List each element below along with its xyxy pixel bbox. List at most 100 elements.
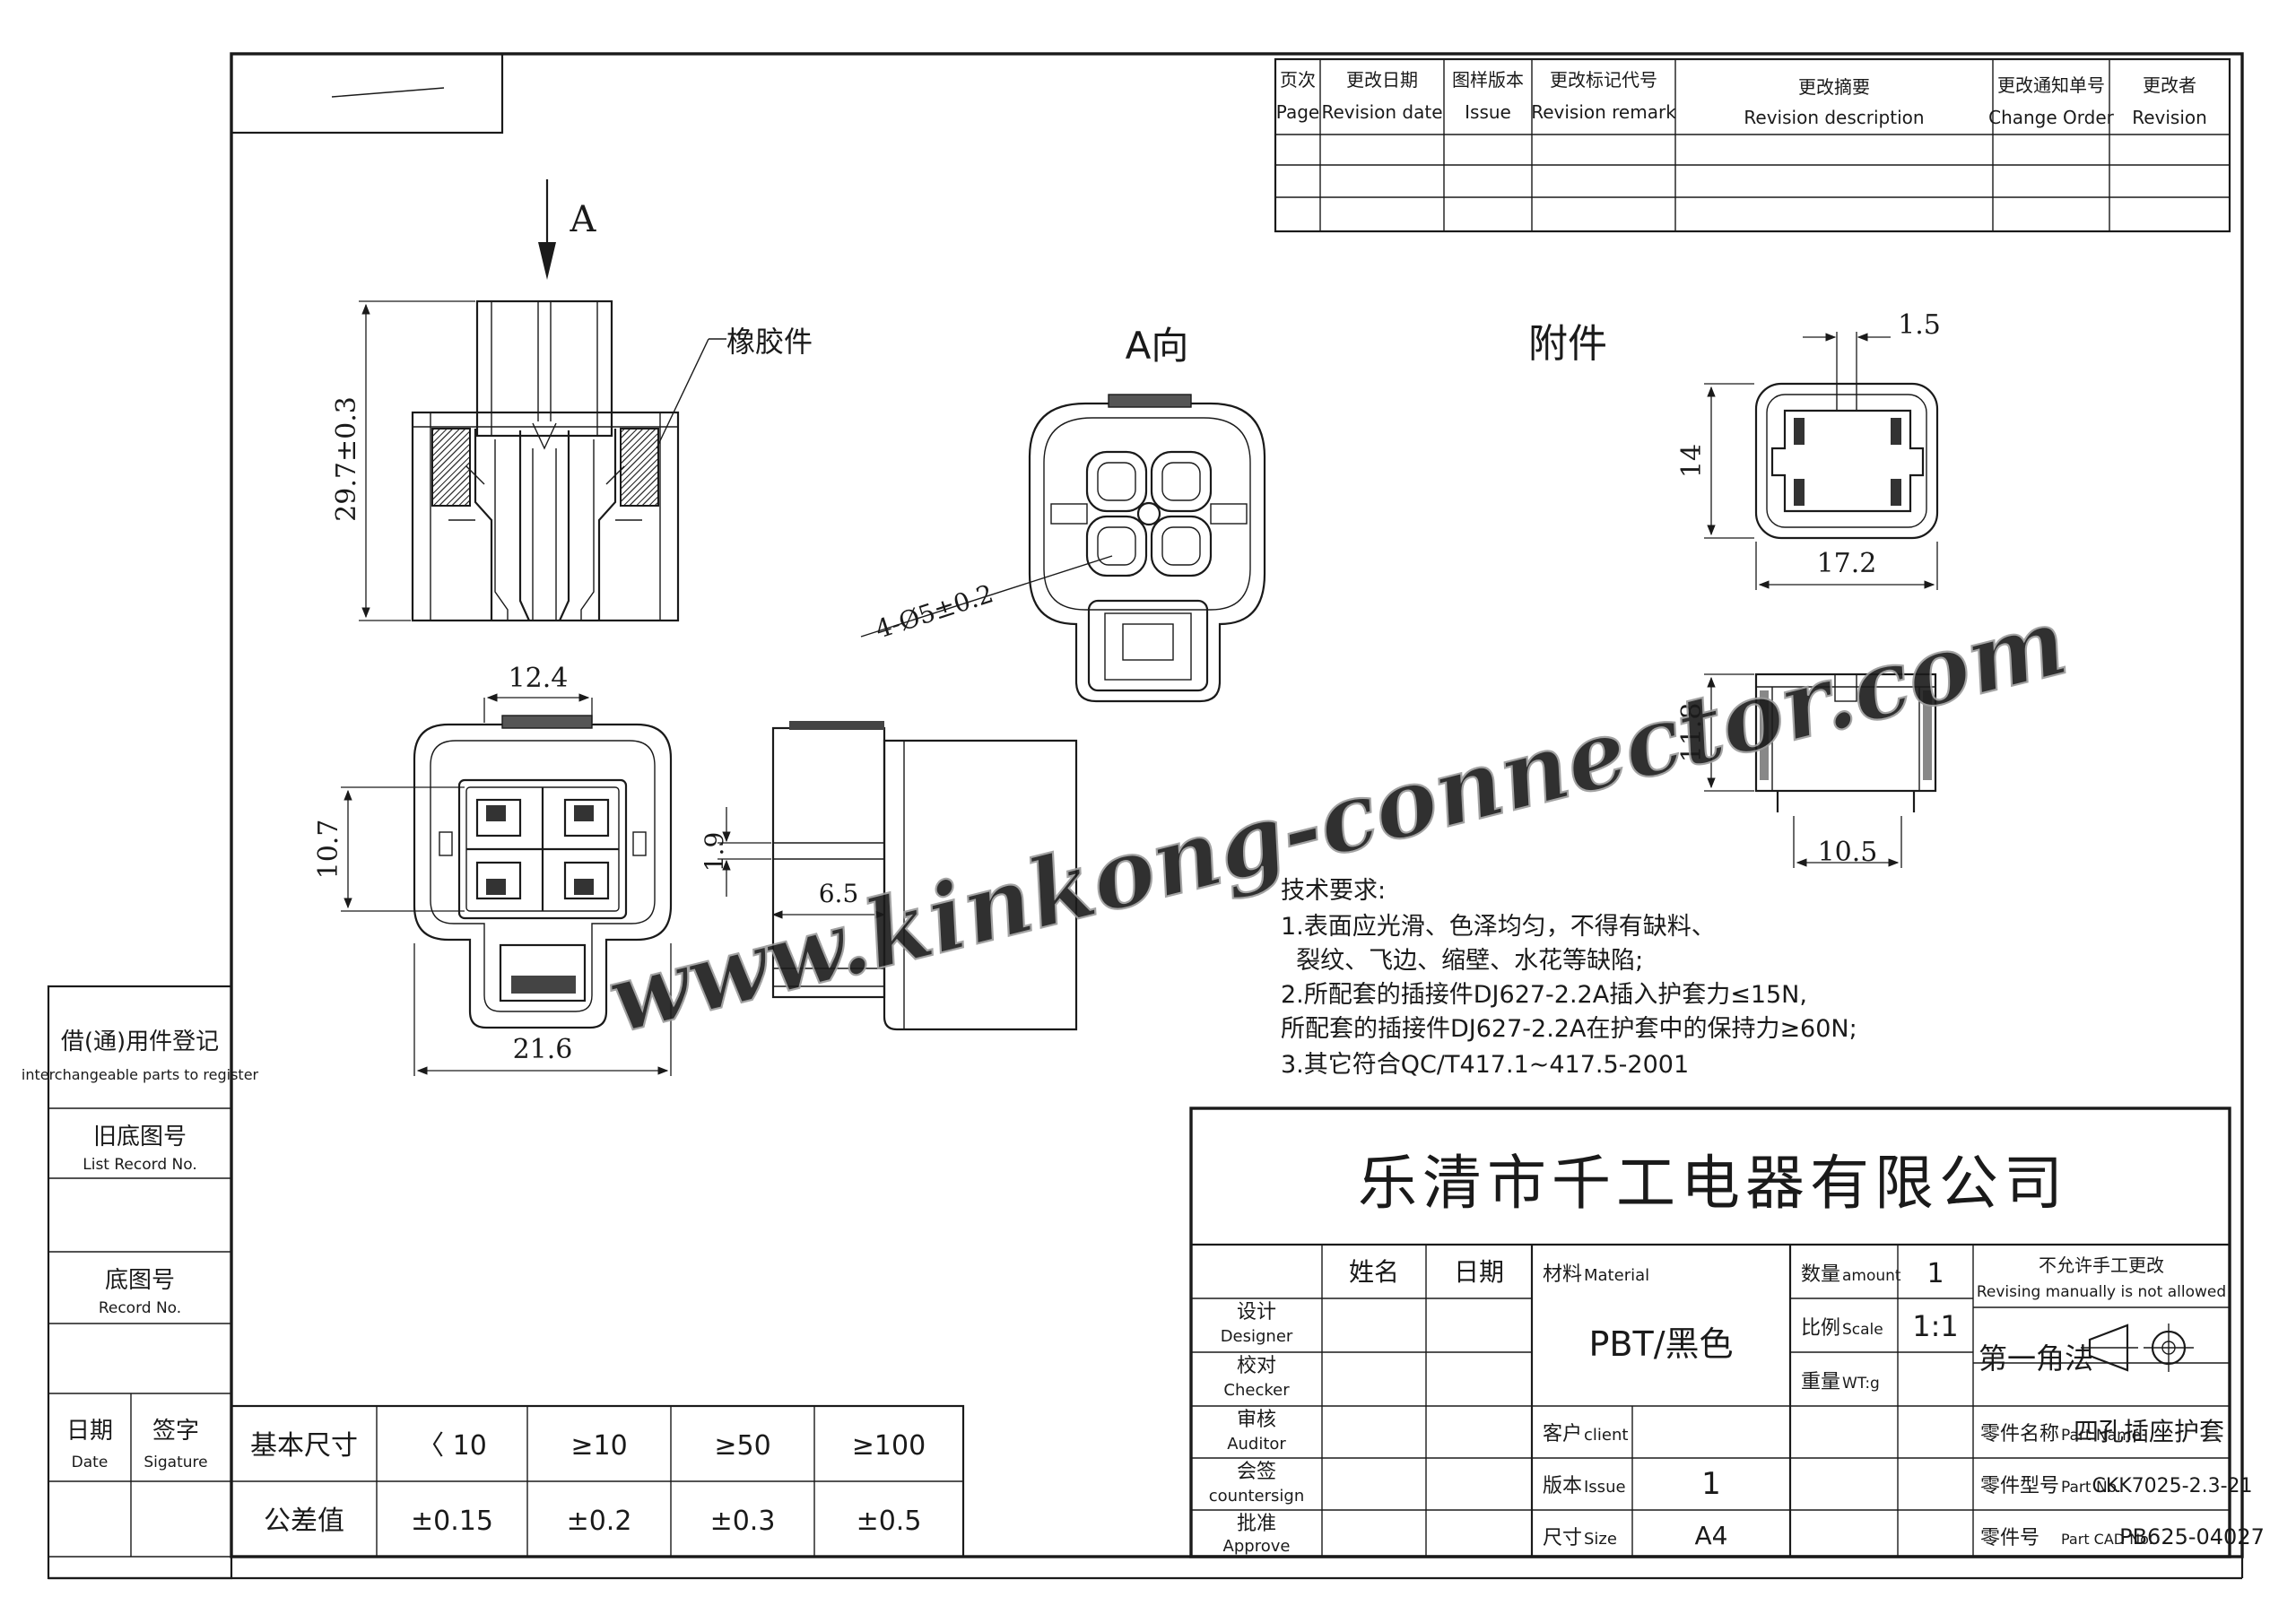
tolerance-row1-label: 基本尺寸: [250, 1430, 358, 1462]
material-value: PBT/黑色: [1589, 1324, 1734, 1364]
role-checker-cn: 校对: [1237, 1355, 1276, 1377]
client-label-cn: 客户: [1543, 1423, 1582, 1445]
no-manual-change-en: Revising manually is not allowed: [1977, 1283, 2226, 1301]
tech-req-line-4: 所配套的插接件DJ627-2.2A在护套中的保持力≥60N;: [1281, 1015, 1857, 1043]
tolerance-value-1: ±0.15: [411, 1506, 493, 1537]
list-record-label-en: List Record No.: [83, 1156, 196, 1174]
part-name-label-en: Part Name: [2061, 1427, 2141, 1445]
dim-side-depth: 6.5: [819, 879, 859, 908]
dim-width-bottom: 21.6: [513, 1034, 573, 1065]
part-name-value: 四孔插座护套: [2074, 1417, 2224, 1446]
size-value: A4: [1695, 1521, 1728, 1550]
tolerance-range-1: 〈 10: [417, 1430, 487, 1462]
date-header: 日期: [1454, 1257, 1504, 1287]
rev-header-change-order-cn: 更改通知单号: [1997, 74, 2105, 96]
date-label-en: Date: [72, 1454, 109, 1471]
role-designer-en: Designer: [1221, 1327, 1293, 1346]
scale-value: 1:1: [1912, 1309, 1959, 1343]
interchange-label-en: interchangeable parts to register: [22, 1066, 259, 1083]
issue-label-en: Issue: [1584, 1478, 1626, 1497]
size-label-cn: 尺寸: [1543, 1527, 1582, 1549]
weight-label-en: WT:g: [1842, 1375, 1880, 1393]
part-no-label-en: Part No.: [2061, 1479, 2121, 1497]
role-designer-cn: 设计: [1237, 1301, 1276, 1324]
dim-width-top: 12.4: [509, 663, 569, 694]
front-face-view: 12.4 10.7 21.6: [313, 663, 673, 1076]
part-cad-label-en: Part CAD No.: [2061, 1531, 2153, 1548]
record-label-cn: 底图号: [105, 1267, 175, 1294]
rev-header-description-cn: 更改摘要: [1798, 76, 1870, 98]
dim-height-total: 29.7±0.3: [331, 396, 362, 522]
dim-acc-width: 17.2: [1817, 548, 1877, 579]
rev-header-date-cn: 更改日期: [1346, 69, 1418, 91]
left-registration-strip: 借(通)用件登记 interchangeable parts to regist…: [22, 1028, 259, 1558]
part-cad-value: PB625-04027: [2119, 1524, 2265, 1549]
part-no-label-cn: 零件型号: [1980, 1475, 2059, 1497]
tolerance-range-4: ≥100: [852, 1430, 926, 1462]
technical-requirements: 技术要求: 1.表面应光滑、色泽均匀，不得有缺料、 裂纹、飞边、缩壁、水花等缺陷…: [1281, 877, 1857, 1079]
size-label-en: Size: [1584, 1530, 1617, 1549]
sign-label-en: Sigature: [144, 1454, 207, 1471]
scale-label-cn: 比例: [1801, 1317, 1840, 1340]
dim-height-face: 10.7: [313, 820, 344, 880]
role-countersign-cn: 会签: [1237, 1461, 1276, 1483]
amount-label-cn: 数量: [1801, 1263, 1840, 1286]
dim-acc-side-height: 11.8: [1676, 703, 1708, 763]
part-cad-label-cn: 零件号: [1980, 1527, 2039, 1549]
role-approve-cn: 批准: [1237, 1513, 1276, 1535]
projection-method: 第一角法: [1979, 1341, 2093, 1376]
a-direction-view: A向 4-Ø5±0.2: [860, 324, 1266, 703]
record-label-en: Record No.: [99, 1299, 181, 1317]
interchange-label-cn: 借(通)用件登记: [61, 1028, 219, 1055]
part-no-value: CKK7025-2.3-21: [2092, 1475, 2252, 1497]
rev-header-revision-cn: 更改者: [2143, 74, 2196, 96]
rev-header-description-en: Revision description: [1744, 107, 1924, 128]
dim-acc-side-width: 10.5: [1818, 837, 1878, 868]
view-direction-arrow: A: [538, 179, 597, 280]
role-approve-en: Approve: [1223, 1537, 1291, 1556]
role-checker-en: Checker: [1223, 1381, 1290, 1400]
no-manual-change-cn: 不允许手工更改: [2039, 1254, 2164, 1276]
role-auditor-en: Auditor: [1227, 1435, 1286, 1454]
tech-req-line-3: 2.所配套的插接件DJ627-2.2A插入护套力≤15N,: [1281, 981, 1807, 1009]
cross-section-view: 橡胶件 29.7±0.3: [331, 299, 813, 622]
list-record-label-cn: 旧底图号: [93, 1124, 187, 1150]
view-a-title: A向: [1126, 324, 1189, 368]
title-block: 乐清市千工电器有限公司 姓名 日期 设计 Designer 校对 Check: [1189, 1107, 2265, 1558]
dim-side-step: 1.9: [700, 832, 729, 872]
client-label-en: client: [1584, 1426, 1628, 1445]
tech-req-line-1: 1.表面应光滑、色泽均匀，不得有缺料、: [1281, 913, 1716, 941]
material-label-cn: 材料: [1543, 1263, 1582, 1286]
view-arrow-label: A: [570, 199, 597, 240]
part-name-label-cn: 零件名称: [1980, 1423, 2059, 1445]
dim-hole-spec: 4-Ø5±0.2: [872, 578, 997, 644]
role-countersign-en: countersign: [1209, 1487, 1304, 1506]
tolerance-range-3: ≥50: [714, 1430, 770, 1462]
tech-req-title: 技术要求:: [1281, 877, 1386, 905]
revision-table: 页次 Page 更改日期 Revision date 图样版本 Issue 更改…: [1274, 57, 2231, 233]
tech-req-line-5: 3.其它符合QC/T417.1~417.5-2001: [1281, 1051, 1689, 1079]
scale-label-en: Scale: [1842, 1321, 1883, 1339]
sign-label-cn: 签字: [152, 1418, 199, 1445]
tolerance-value-4: ±0.5: [857, 1506, 922, 1537]
rev-header-revision-en: Revision: [2132, 107, 2207, 128]
material-label-en: Material: [1584, 1266, 1649, 1285]
amount-value: 1: [1926, 1258, 1944, 1289]
rev-header-remark-en: Revision remark: [1531, 101, 1676, 123]
amount-label-en: amount: [1842, 1267, 1901, 1285]
dim-acc-slot: 1.5: [1898, 309, 1941, 341]
tolerance-range-2: ≥10: [570, 1430, 627, 1462]
tolerance-table: 基本尺寸 公差值 〈 10 ≥10 ≥50 ≥100 ±0.15 ±0.2 ±0…: [230, 1404, 965, 1558]
rev-header-page-en: Page: [1276, 101, 1319, 123]
tolerance-value-3: ±0.3: [710, 1506, 776, 1537]
company-name: 乐清市千工电器有限公司: [1358, 1149, 2068, 1218]
rev-header-change-order-en: Change Order: [1988, 107, 2115, 128]
rev-header-date-en: Revision date: [1321, 101, 1442, 123]
accessory-views: 附件 1.5 14 17.2 11.8: [1528, 309, 1941, 868]
side-view: 1.9 6.5: [700, 721, 1078, 1031]
issue-value: 1: [1701, 1466, 1721, 1502]
accessory-title: 附件: [1528, 321, 1607, 367]
tech-req-line-2: 裂纹、飞边、缩壁、水花等缺陷;: [1281, 947, 1643, 975]
rubber-part-label: 橡胶件: [726, 325, 813, 359]
